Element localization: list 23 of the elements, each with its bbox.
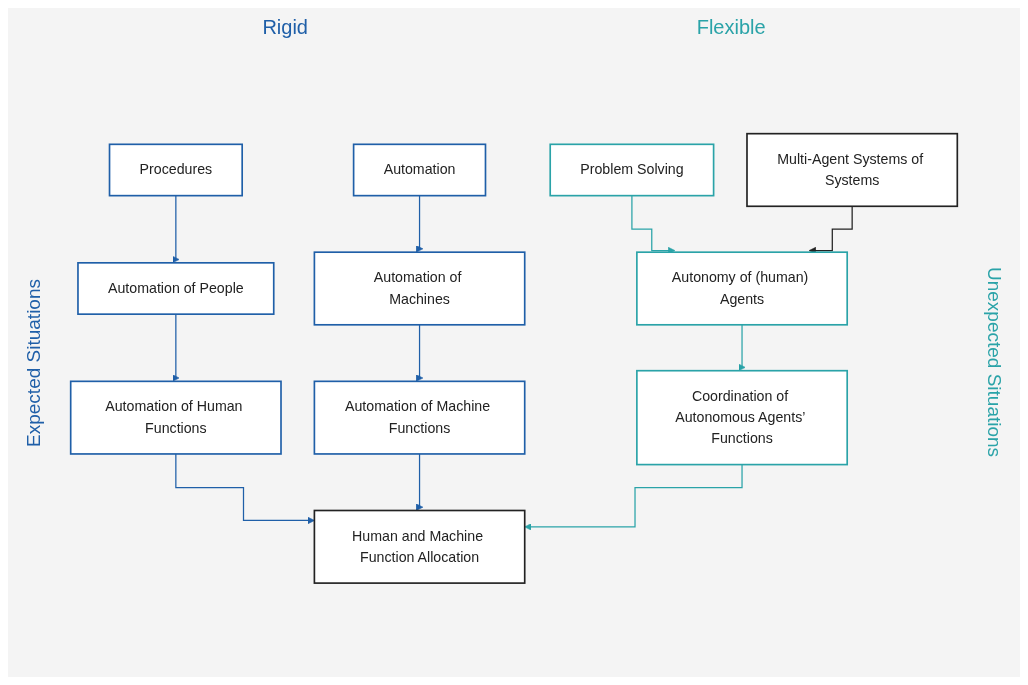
node-box: Automation of Human Functions [69, 380, 282, 455]
node-box: Automation [352, 143, 487, 197]
arrow [172, 195, 180, 264]
side-label: Unexpected Situations [983, 267, 1005, 458]
node-box: Automation of People [77, 262, 275, 316]
arrow [415, 324, 424, 382]
node-box: Autonomy of (human) Agents [636, 251, 849, 326]
column-heading: Rigid [262, 16, 308, 40]
column-heading: Flexible [696, 16, 766, 40]
arrow [172, 313, 180, 382]
node-box: Automation of Machines [313, 251, 526, 326]
node-box: Automation of Machine Functions [313, 380, 526, 455]
arrow [175, 453, 315, 525]
node-box: Human and Machine Function Allocation [313, 509, 526, 585]
arrow [524, 464, 743, 531]
node-box: Multi-Agent Systems of Systems [746, 132, 959, 208]
node-box: Coordination of Autonomous Agents’ Functions [636, 369, 849, 466]
arrow [415, 195, 424, 253]
node-box: Problem Solving [549, 143, 715, 197]
node-box: Procedures [108, 143, 243, 197]
arrow [415, 453, 424, 511]
arrow [738, 324, 746, 372]
side-label: Expected Situations [23, 278, 45, 447]
